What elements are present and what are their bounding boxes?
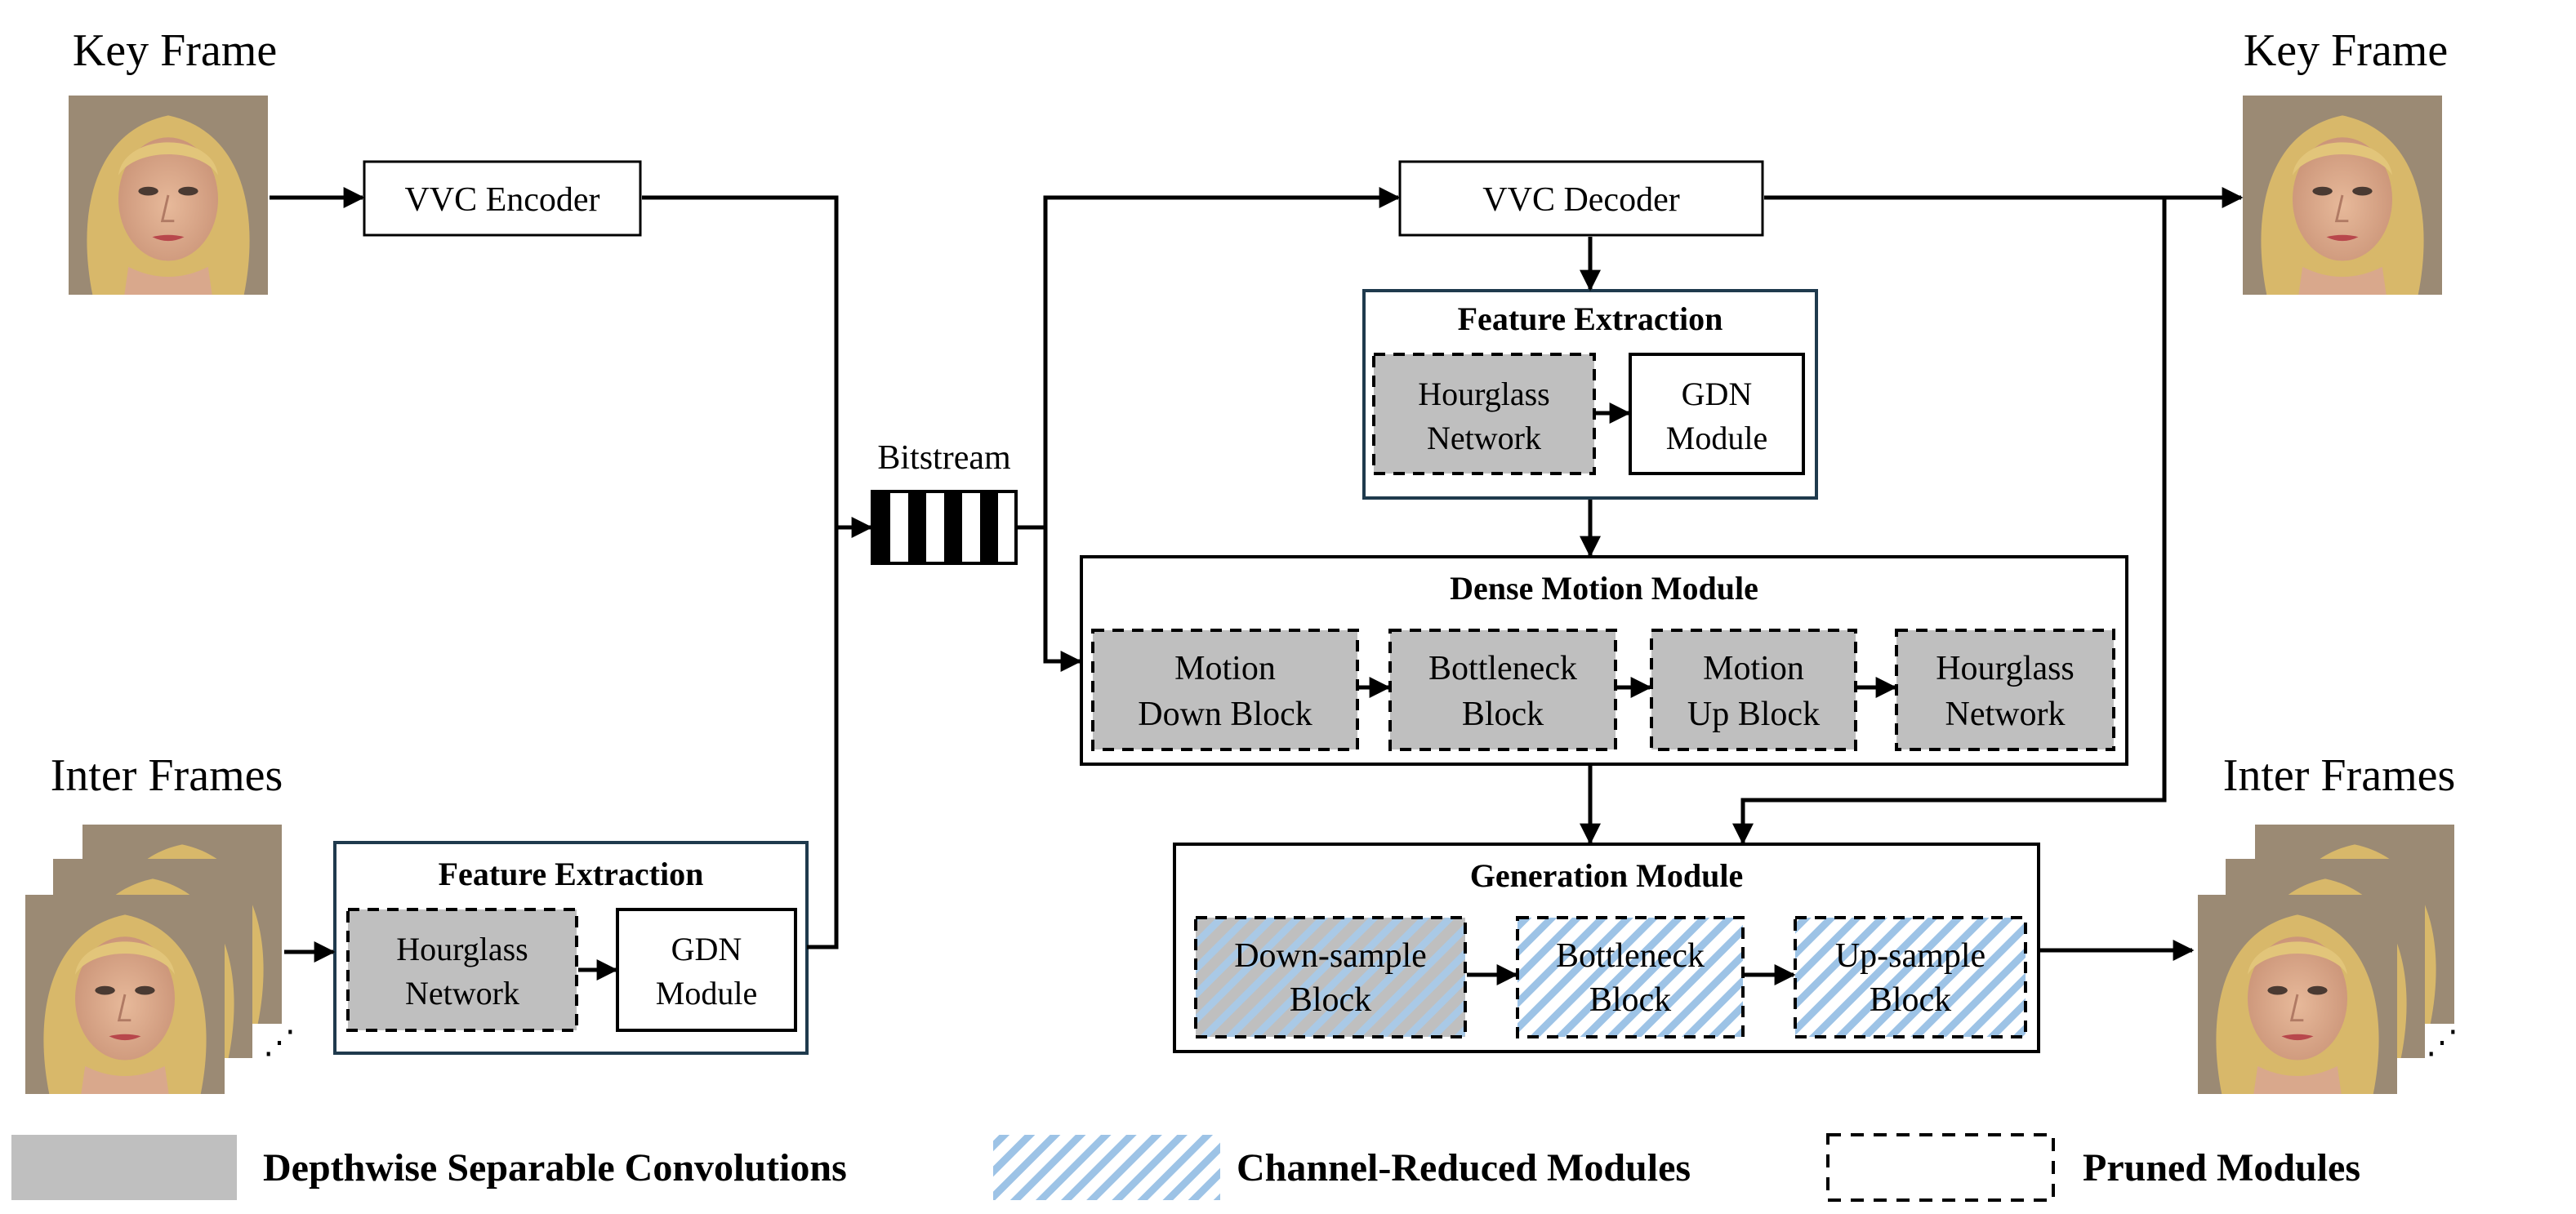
motion-up-line1: Motion — [1703, 650, 1804, 687]
generation-module: Generation Module Down-sample Block Bott… — [1173, 843, 2040, 1053]
inter-frames-left-stack: ⋰ — [24, 825, 296, 1094]
motion-down-line1: Motion — [1174, 650, 1276, 687]
dm-hourglass-block — [1895, 629, 2115, 751]
key-frame-right-label: Key Frame — [2244, 25, 2448, 76]
legend-swatch-pruned — [1826, 1133, 2055, 1202]
feature-extraction-top: Feature Extraction Hourglass Network GDN… — [1362, 289, 1818, 500]
dense-motion-module: Dense Motion Module Motion Down Block Bo… — [1080, 555, 2128, 766]
gen-bottleneck-block — [1516, 916, 1745, 1038]
gen-upsample-line2: Block — [1870, 981, 1951, 1019]
inter-frames-right-label: Inter Frames — [2223, 750, 2456, 801]
gen-downsample-line1: Down-sample — [1234, 937, 1427, 975]
ellipsis-left: ⋰ — [263, 1024, 296, 1061]
gen-downsample-line2: Block — [1290, 981, 1371, 1019]
bitstream-label: Bitstream — [877, 439, 1011, 477]
vvc-decoder-box: VVC Decoder — [1398, 160, 1764, 237]
feature-extraction-bottom: Feature Extraction Hourglass Network GDN… — [333, 841, 809, 1055]
legend-label-pruned: Pruned Modules — [2083, 1146, 2360, 1190]
key-frame-right-image — [2243, 94, 2442, 296]
dm-bottleneck-line2: Block — [1462, 696, 1544, 733]
fe-top-hourglass-block — [1372, 353, 1596, 475]
dm-bottleneck-line1: Bottleneck — [1428, 650, 1577, 687]
legend-swatch-channel-reduced — [993, 1135, 1220, 1200]
fe-bottom-gdn-line1: GDN — [671, 931, 742, 967]
gen-bottleneck-line2: Block — [1589, 981, 1671, 1019]
fe-bottom-gdn-line2: Module — [656, 975, 757, 1012]
fe-top-title: Feature Extraction — [1458, 300, 1723, 337]
fe-top-gdn-line1: GDN — [1682, 376, 1753, 412]
gen-upsample-line1: Up-sample — [1835, 937, 1985, 975]
fe-top-hourglass-line1: Hourglass — [1418, 376, 1549, 412]
legend-swatch-depthwise — [11, 1135, 237, 1200]
fe-bottom-hourglass-line1: Hourglass — [396, 931, 528, 967]
gen-upsample-block — [1794, 916, 2027, 1038]
legend-label-channel-reduced: Channel-Reduced Modules — [1237, 1146, 1691, 1190]
legend-label-depthwise: Depthwise Separable Convolutions — [263, 1146, 847, 1190]
fe-bottom-gdn-block — [616, 908, 797, 1032]
fe-bottom-hourglass-block — [346, 908, 578, 1032]
arrow-bitstream-to-dense-motion — [1043, 527, 1082, 672]
inter-frames-left-label: Inter Frames — [51, 750, 283, 801]
dm-hourglass-line2: Network — [1945, 696, 2066, 733]
gen-bottleneck-line1: Bottleneck — [1556, 937, 1705, 975]
motion-up-line2: Up Block — [1687, 696, 1820, 733]
motion-down-block — [1091, 629, 1359, 751]
fe-bottom-title: Feature Extraction — [439, 856, 704, 892]
arrow-bitstream-to-decoder — [1043, 187, 1401, 661]
key-frame-left-image — [69, 94, 268, 296]
fe-bottom-hourglass-line2: Network — [405, 975, 519, 1012]
motion-up-block — [1650, 629, 1857, 751]
vvc-encoder-box: VVC Encoder — [363, 160, 642, 237]
bitstream-icon — [871, 490, 1018, 565]
dm-hourglass-line1: Hourglass — [1936, 650, 2075, 687]
fe-top-gdn-block — [1629, 353, 1805, 475]
key-frame-left-label: Key Frame — [73, 25, 277, 76]
gen-downsample-block — [1194, 916, 1467, 1038]
arrow-decoder-to-generation — [1732, 198, 2167, 845]
dense-motion-title: Dense Motion Module — [1450, 570, 1758, 607]
line-encoder-to-bitstream — [642, 195, 839, 527]
line-fe-to-bitstream — [807, 527, 839, 949]
fe-top-gdn-line2: Module — [1666, 420, 1767, 456]
motion-down-line2: Down Block — [1138, 696, 1313, 733]
connectors — [270, 187, 2244, 985]
vvc-decoder-label: VVC Decoder — [1482, 181, 1679, 219]
generation-title: Generation Module — [1470, 857, 1743, 894]
ellipsis-right: ⋰ — [2426, 1024, 2458, 1061]
fe-top-hourglass-line2: Network — [1427, 420, 1541, 456]
legend: Depthwise Separable Convolutions Channel… — [11, 1133, 2360, 1202]
inter-frames-right-stack: ⋰ — [2196, 825, 2458, 1094]
vvc-encoder-label: VVC Encoder — [404, 181, 599, 219]
